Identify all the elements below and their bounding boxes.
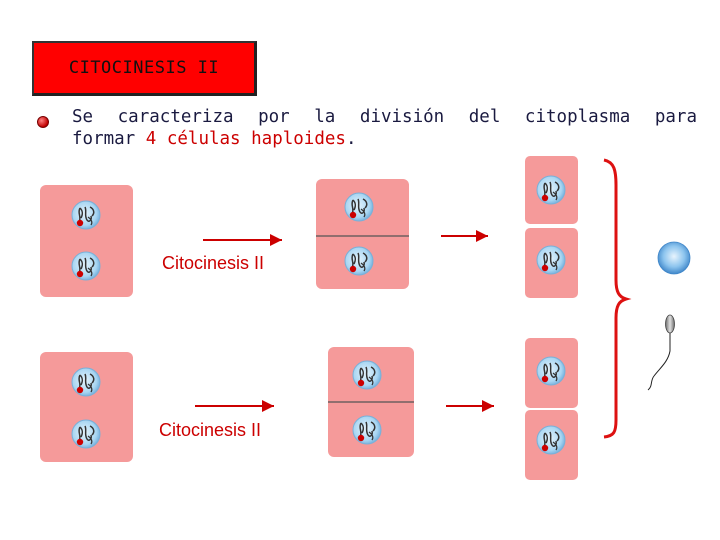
sperm-icon <box>647 314 675 391</box>
nucleus-icon <box>536 425 566 455</box>
brace-icon <box>603 158 632 439</box>
haploid-cell <box>525 410 578 480</box>
nucleus-icon <box>352 360 382 390</box>
description: Se caracteriza por la división del citop… <box>72 106 697 150</box>
description-line-2-prefix: formar <box>72 129 146 149</box>
nucleus-icon <box>71 367 101 397</box>
page-title: CITOCINESIS II <box>68 58 220 78</box>
nucleus-icon <box>344 192 374 222</box>
haploid-cell <box>525 156 578 224</box>
description-highlight: 4 células haploides <box>145 129 346 149</box>
nucleus-icon <box>71 251 101 281</box>
haploid-cell <box>525 228 578 298</box>
nucleus-icon <box>536 356 566 386</box>
nucleus-icon <box>344 246 374 276</box>
nucleus-icon <box>536 245 566 275</box>
haploid-cell <box>525 338 578 408</box>
description-line-1: Se caracteriza por la división del citop… <box>72 107 697 127</box>
title-box: CITOCINESIS II <box>32 41 257 96</box>
top-dividing-cell <box>316 179 409 289</box>
round-bullet-icon <box>37 116 49 128</box>
top-process-label: Citocinesis II <box>162 253 265 273</box>
ovule-icon <box>657 241 691 275</box>
bottom-dividing-cell <box>328 347 414 457</box>
nucleus-icon <box>71 200 101 230</box>
description-line-2-suffix: . <box>345 129 357 149</box>
bottom-process-label: Citocinesis II <box>159 420 262 440</box>
nucleus-icon <box>352 415 382 445</box>
bottom-left-cell <box>40 352 133 462</box>
top-left-cell <box>40 185 133 297</box>
nucleus-icon <box>71 419 101 449</box>
nucleus-icon <box>536 175 566 205</box>
